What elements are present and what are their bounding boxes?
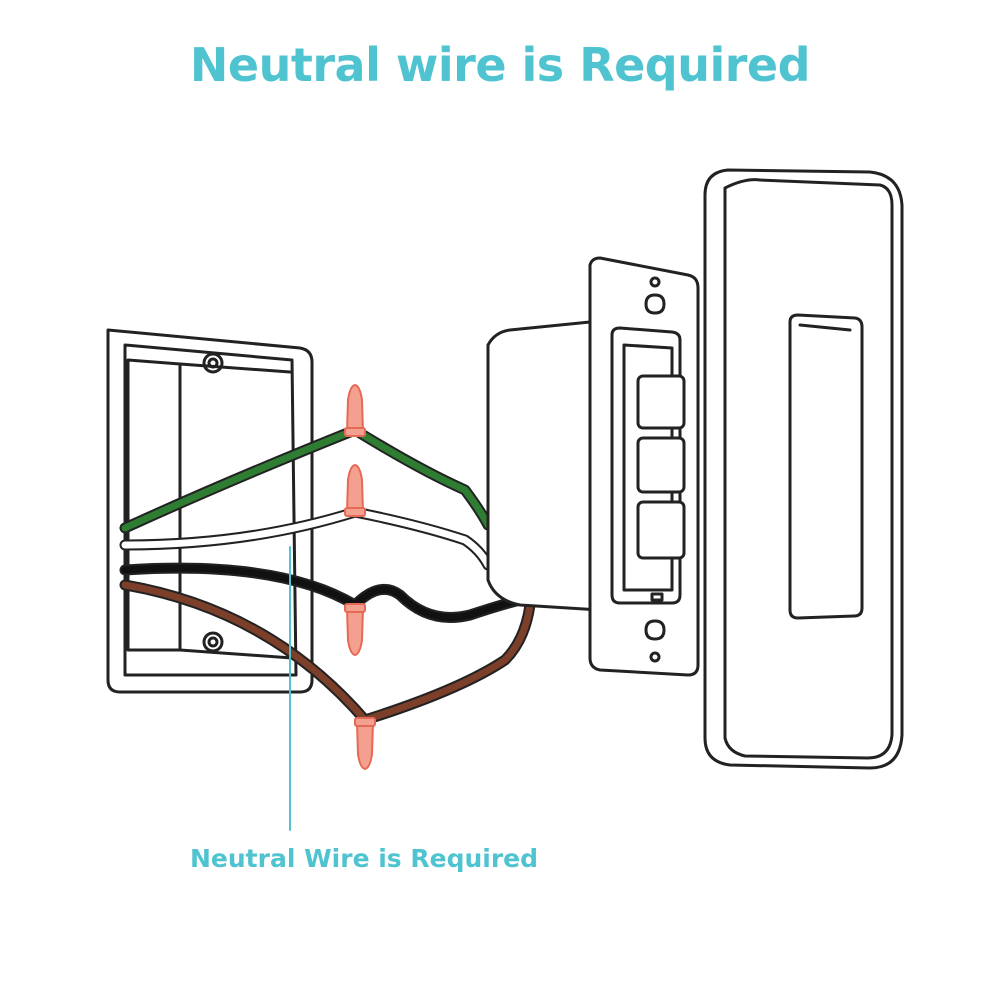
- wire-nut-icon: [344, 384, 366, 437]
- smart-switch-icon: [486, 256, 700, 677]
- ground-wire: [119, 424, 494, 534]
- load-wire: [119, 579, 536, 726]
- wall-plate-icon: [703, 168, 904, 770]
- neutral-wire-callout: Neutral Wire is Required: [190, 844, 539, 873]
- wire-nut-icon: [344, 464, 366, 517]
- wire-nut-icon: [354, 717, 376, 770]
- hot-wire: [119, 562, 526, 623]
- page-title: Neutral wire is Required: [189, 38, 811, 92]
- wall-box-icon: [106, 328, 314, 694]
- neutral-wire: [119, 506, 494, 571]
- wire-nut-icon: [344, 603, 366, 656]
